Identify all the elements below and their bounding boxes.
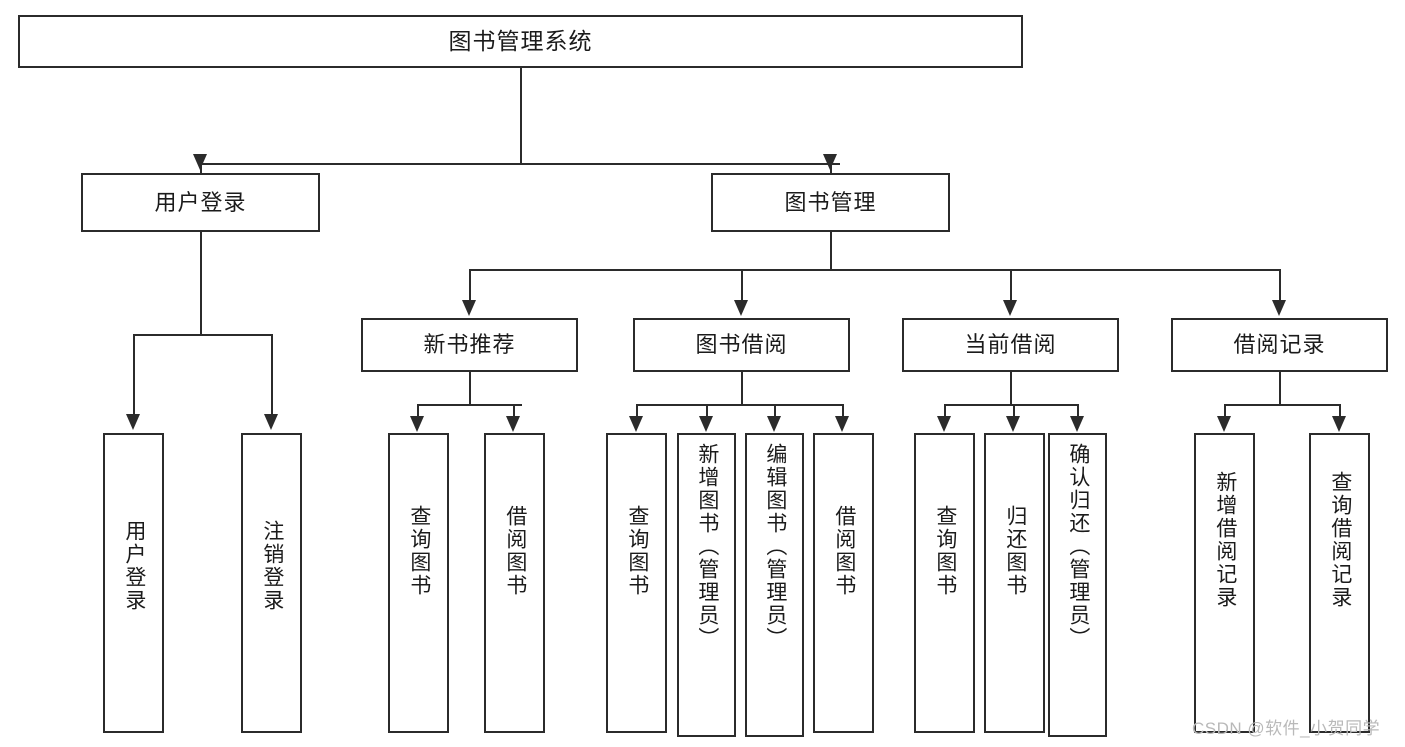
node-label: 用户登录	[122, 520, 146, 612]
connector-user-login-drop-2	[271, 334, 273, 418]
node-user-login[interactable]: 用户登录	[81, 173, 320, 232]
leaf-query-book-nbr[interactable]: 查询图书	[388, 433, 449, 733]
connector-bb-stem	[741, 372, 743, 405]
arrowhead-to-book-management	[823, 154, 837, 170]
leaf-user-login[interactable]: 用户登录	[103, 433, 164, 733]
arrowhead-nbr-leaf-1	[410, 416, 424, 432]
leaf-add-book-admin[interactable]: 新增图书（管理员）	[677, 433, 736, 737]
connector-root-stem	[520, 68, 522, 164]
connector-cb-stem	[1010, 372, 1012, 405]
node-new-book-recommend[interactable]: 新书推荐	[361, 318, 578, 372]
arrowhead-bb-leaf-1	[629, 416, 643, 432]
connector-book-management-bus	[469, 269, 1281, 271]
arrowhead-bb-leaf-3	[767, 416, 781, 432]
leaf-query-book-bb[interactable]: 查询图书	[606, 433, 667, 733]
node-label: 确认归还（管理员）	[1066, 443, 1090, 650]
node-current-borrow[interactable]: 当前借阅	[902, 318, 1119, 372]
arrowhead-to-new-book-recommend	[462, 300, 476, 316]
connector-user-login-stem	[200, 232, 202, 335]
arrowhead-user-login-leaf-2	[264, 414, 278, 430]
connector-bm-drop-3	[1010, 269, 1012, 303]
node-label: 注销登录	[260, 520, 284, 612]
node-label: 归还图书	[1003, 505, 1027, 597]
leaf-add-borrow-record[interactable]: 新增借阅记录	[1194, 433, 1255, 733]
arrowhead-cb-leaf-1	[937, 416, 951, 432]
connector-bb-bus	[636, 404, 843, 406]
node-label: 当前借阅	[964, 332, 1057, 358]
leaf-logout-login[interactable]: 注销登录	[241, 433, 302, 733]
connector-bb-drop-4	[842, 404, 844, 420]
connector-cb-drop-1	[944, 404, 946, 420]
node-label: 查询图书	[625, 505, 649, 597]
connector-book-management-stem	[830, 232, 832, 270]
arrowhead-to-user-login	[193, 154, 207, 170]
connector-nbr-drop-2	[513, 404, 515, 420]
connector-nbr-bus	[417, 404, 522, 406]
node-borrow-record[interactable]: 借阅记录	[1171, 318, 1388, 372]
connector-cb-drop-2	[1013, 404, 1015, 420]
connector-cb-drop-3	[1077, 404, 1079, 420]
node-label: 编辑图书（管理员）	[763, 443, 787, 650]
node-book-management[interactable]: 图书管理	[711, 173, 950, 232]
node-label: 图书管理	[784, 189, 877, 215]
arrowhead-br-leaf-1	[1217, 416, 1231, 432]
connector-br-stem	[1279, 372, 1281, 405]
connector-br-drop-1	[1224, 404, 1226, 420]
node-label: 借阅记录	[1233, 332, 1326, 358]
node-book-borrow[interactable]: 图书借阅	[633, 318, 850, 372]
leaf-borrow-book-nbr[interactable]: 借阅图书	[484, 433, 545, 733]
node-label: 查询图书	[407, 505, 431, 597]
node-label: 新增借阅记录	[1213, 471, 1237, 609]
arrowhead-br-leaf-2	[1332, 416, 1346, 432]
node-root-book-management-system[interactable]: 图书管理系统	[18, 15, 1023, 68]
connector-cb-bus	[944, 404, 1078, 406]
connector-bm-drop-2	[741, 269, 743, 303]
leaf-query-borrow-record[interactable]: 查询借阅记录	[1309, 433, 1370, 733]
connector-user-login-drop-1	[133, 334, 135, 418]
node-label: 新增图书（管理员）	[695, 443, 719, 650]
arrowhead-bb-leaf-4	[835, 416, 849, 432]
node-label: 查询借阅记录	[1328, 471, 1352, 609]
arrowhead-to-borrow-record	[1272, 300, 1286, 316]
arrowhead-cb-leaf-3	[1070, 416, 1084, 432]
node-label: 用户登录	[154, 189, 247, 215]
connector-bb-drop-3	[774, 404, 776, 420]
node-label: 借阅图书	[503, 505, 527, 597]
node-label: 借阅图书	[832, 505, 856, 597]
connector-user-login-bus	[133, 334, 273, 336]
connector-nbr-stem	[469, 372, 471, 405]
leaf-query-book-cb[interactable]: 查询图书	[914, 433, 975, 733]
arrowhead-bb-leaf-2	[699, 416, 713, 432]
connector-bm-drop-4	[1279, 269, 1281, 303]
leaf-borrow-book-bb[interactable]: 借阅图书	[813, 433, 874, 733]
leaf-edit-book-admin[interactable]: 编辑图书（管理员）	[745, 433, 804, 737]
connector-root-to-user-login	[200, 163, 202, 177]
arrowhead-cb-leaf-2	[1006, 416, 1020, 432]
node-label: 图书管理系统	[448, 28, 593, 55]
node-label: 新书推荐	[423, 332, 516, 358]
connector-bm-drop-1	[469, 269, 471, 303]
node-label: 图书借阅	[695, 332, 788, 358]
arrowhead-to-current-borrow	[1003, 300, 1017, 316]
arrowhead-user-login-leaf-1	[126, 414, 140, 430]
connector-root-to-book-management	[830, 163, 832, 177]
arrowhead-nbr-leaf-2	[506, 416, 520, 432]
connector-nbr-drop-1	[417, 404, 419, 420]
connector-br-bus	[1224, 404, 1340, 406]
connector-bb-drop-2	[706, 404, 708, 420]
leaf-return-book[interactable]: 归还图书	[984, 433, 1045, 733]
csdn-watermark: CSDN @软件_小贺同学	[1192, 719, 1381, 738]
connector-root-bus	[200, 163, 840, 165]
node-label: 查询图书	[933, 505, 957, 597]
leaf-confirm-return-admin[interactable]: 确认归还（管理员）	[1048, 433, 1107, 737]
arrowhead-to-book-borrow	[734, 300, 748, 316]
connector-br-drop-2	[1339, 404, 1341, 420]
connector-bb-drop-1	[636, 404, 638, 420]
